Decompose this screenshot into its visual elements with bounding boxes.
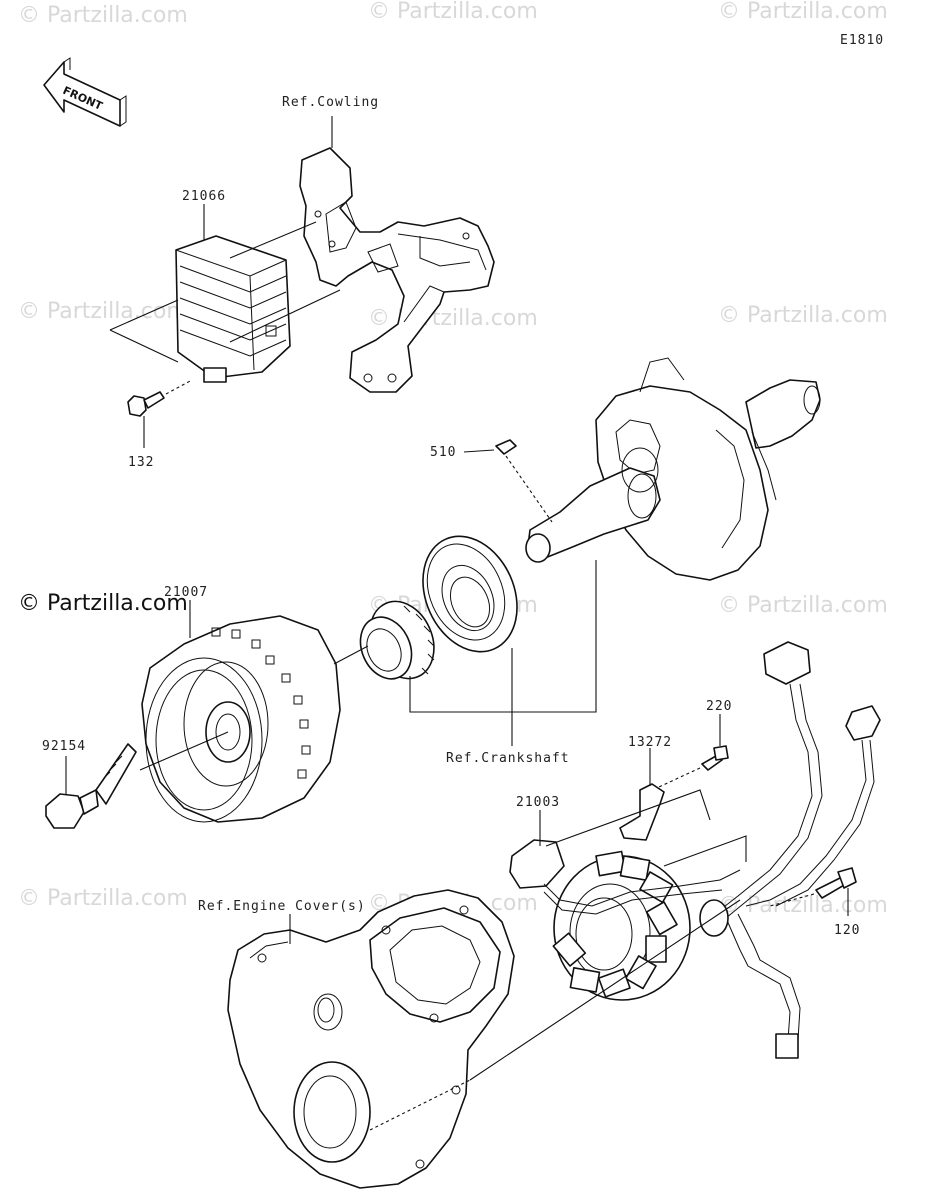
watermark-9: © Partzilla.com [18, 886, 188, 911]
label-21003: 21003 [516, 795, 560, 810]
label-510: 510 [430, 445, 456, 460]
wire-harness [699, 641, 881, 1059]
watermark-1: © Partzilla.com [18, 3, 188, 28]
bolt-92154 [45, 743, 137, 829]
leader-132-dashed [165, 379, 193, 395]
label-220: 220 [706, 699, 732, 714]
label-21066: 21066 [182, 189, 226, 204]
watermark-3: © Partzilla.com [718, 0, 888, 24]
stator-assembly [509, 839, 741, 1001]
label-92154: 92154 [42, 739, 86, 754]
bolt-132 [127, 391, 165, 417]
watermark-2: © Partzilla.com [368, 0, 538, 24]
bearing [422, 535, 518, 653]
leader-92154-axis [139, 731, 229, 771]
label-ref-cowling: Ref.Cowling [282, 95, 379, 110]
key-510 [495, 439, 517, 455]
front-arrow-icon: FRONT [43, 57, 127, 127]
leader-21066-a [109, 299, 179, 331]
leader-21066-c [229, 221, 317, 259]
watermark-6: © Partzilla.com [718, 303, 888, 328]
starter-clutch-gear [359, 600, 435, 680]
watermark-11: © Partzilla.com [718, 893, 888, 918]
engine-cover [227, 889, 515, 1189]
regulator-rectifier [175, 235, 291, 383]
leader-cover-dashed [369, 1079, 471, 1131]
leader-stator-plate-box [545, 789, 711, 847]
label-120: 120 [834, 923, 860, 938]
label-132: 132 [128, 455, 154, 470]
bolt-220 [701, 745, 729, 771]
label-ref-engine-cover: Ref.Engine Cover(s) [198, 899, 366, 914]
diagram-code: E1810 [840, 33, 884, 48]
leader-21066-d [229, 289, 341, 343]
label-21007: 21007 [164, 585, 208, 600]
copyright-text: © Partzilla.com [18, 591, 188, 616]
label-ref-crankshaft: Ref.Crankshaft [446, 751, 570, 766]
leader-510-dashed [505, 455, 553, 523]
plate-13272 [619, 783, 665, 841]
stator-coils [552, 850, 678, 998]
cowling-bracket [299, 147, 495, 393]
crankshaft [525, 357, 821, 581]
leader-21066-b [109, 329, 179, 363]
label-13272: 13272 [628, 735, 672, 750]
flywheel-rotor [141, 615, 341, 823]
leader-stator-box-right [663, 835, 747, 867]
leader-ref-crankshaft-a [409, 560, 597, 713]
leader-120-dashed [769, 893, 815, 907]
leader-21007-to-gear [333, 645, 369, 665]
leader-cover-to-stator [469, 899, 741, 1081]
bolt-120 [815, 867, 857, 899]
flywheel-magnets [211, 627, 311, 779]
watermark-4: © Partzilla.com [18, 299, 188, 324]
watermark-8: © Partzilla.com [718, 593, 888, 618]
leader-510 [463, 449, 495, 453]
